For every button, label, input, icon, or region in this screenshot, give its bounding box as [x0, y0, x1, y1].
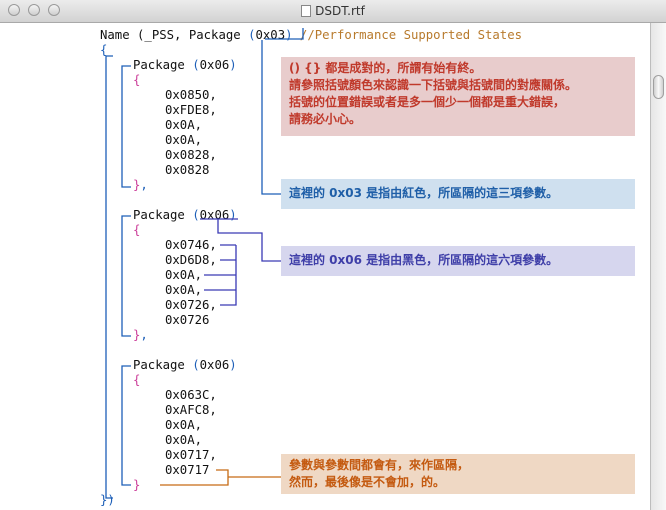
package-3-value: 0x0A, [165, 418, 203, 432]
package-label: Package [133, 208, 193, 222]
note-line: 然而，最後像是不會加，的。 [289, 475, 446, 489]
outer-bracket-lines [105, 28, 304, 499]
package-2-count-connector [217, 219, 281, 262]
package-1-header: Package (0x06) [133, 58, 237, 73]
package-3-value: 0x0717 [165, 463, 210, 477]
package-1-bracket [121, 65, 131, 188]
package-2-value: 0x0726, [165, 298, 217, 312]
outer-count-paren-close: ) [285, 28, 293, 42]
note-line: () {} 都是成對的，所謂有始有終。 [289, 61, 482, 75]
package-paren-close: ) [229, 58, 237, 72]
package-paren-close: ) [229, 358, 237, 372]
count-connector [261, 40, 281, 195]
package-paren-open: ( [192, 358, 200, 372]
name-prefix: Name (_PSS, Package [100, 28, 249, 42]
package-3-value: 0x0A, [165, 433, 203, 447]
package-3-value: 0xAFC8, [165, 403, 217, 417]
zoom-window-button[interactable] [48, 4, 60, 16]
package-2-count-lines [200, 218, 281, 306]
note-line: 括號的位置錯誤或者是多一個少一個都是重大錯誤， [289, 95, 566, 109]
count-underline [265, 28, 304, 40]
note-bracket-pairing: () {} 都是成對的，所謂有始有終。 請參照括號顏色來認識一下括號與括號間的對… [281, 57, 635, 136]
note-line: 這裡的 0x06 是指由黑色，所區隔的這六項參數。 [289, 253, 559, 267]
package-2-open-brace: { [133, 223, 141, 237]
package-1-value: 0x0828 [165, 163, 210, 177]
package-2-close: }, [133, 328, 148, 343]
outer-open-brace: { [100, 43, 108, 57]
note-comma-separator: 參數與參數間都會有，來作區隔， 然而，最後像是不會加，的。 [281, 454, 635, 494]
note-outer-count: 這裡的 0x03 是指由紅色，所區隔的這三項參數。 [281, 179, 635, 209]
package-2-value: 0xD6D8, [165, 253, 217, 267]
outer-count-paren-open: ( [248, 28, 256, 42]
note-package-count: 這裡的 0x06 是指由黑色，所區隔的這六項參數。 [281, 246, 635, 276]
outer-close-brace: } [100, 493, 108, 507]
package-label: Package [133, 358, 193, 372]
package-paren-open: ( [192, 208, 200, 222]
package-paren-close: ) [229, 208, 237, 222]
package-3-open-brace: { [133, 373, 141, 387]
window-title-text: DSDT.rtf [315, 4, 365, 18]
minimize-window-button[interactable] [28, 4, 40, 16]
note-line: 這裡的 0x03 是指由紅色，所區隔的這三項參數。 [289, 186, 559, 200]
package-1-close: }, [133, 178, 148, 193]
package-2-bracket [121, 215, 131, 337]
comma-note-connector [160, 469, 229, 486]
document-icon [301, 5, 312, 17]
close-window-button[interactable] [8, 4, 20, 16]
close-brace: } [133, 328, 141, 342]
package-3-header: Package (0x06) [133, 358, 237, 373]
name-declaration-line: Name (_PSS, Package (0x03) //Performance… [100, 28, 522, 43]
title-bar: DSDT.rtf [0, 0, 666, 23]
package-2-value: 0x0726 [165, 313, 210, 327]
close-brace: } [133, 478, 141, 492]
package-1-value: 0x0828, [165, 148, 217, 162]
package-1-value: 0x0A, [165, 118, 203, 132]
bracket-lines [105, 28, 304, 499]
package-3-value: 0x0717, [165, 448, 217, 462]
package-1-open-brace: { [133, 73, 141, 87]
package-count: 0x06 [199, 358, 230, 372]
window-title: DSDT.rtf [0, 4, 666, 18]
close-brace: } [133, 178, 141, 192]
note-line: 請務必小心。 [289, 112, 362, 126]
package-1-value: 0x0A, [165, 133, 203, 147]
note-line: 參數與參數間都會有，來作區隔， [289, 458, 470, 472]
outer-close: }) [100, 493, 115, 508]
comma-note-lines [160, 469, 281, 486]
package-2-value: 0x0A, [165, 283, 203, 297]
package-3-close: } [133, 478, 140, 493]
package-2-comma-lines [204, 244, 237, 306]
package-2-value: 0x0A, [165, 268, 203, 282]
comment: //Performance Supported States [299, 28, 523, 42]
package-2-value: 0x0746, [165, 238, 217, 252]
note-line: 請參照括號顏色來認識一下括號與括號間的對應關係。 [289, 78, 578, 92]
package-paren-open: ( [192, 58, 200, 72]
package-1-value: 0x0850, [165, 88, 217, 102]
outer-close-paren: ) [107, 493, 115, 507]
package-label: Package [133, 58, 193, 72]
package-count: 0x06 [199, 58, 230, 72]
package-3-bracket [121, 365, 131, 486]
scrollbar-thumb[interactable] [653, 75, 664, 99]
outer-bracket-line [105, 55, 113, 499]
vertical-scrollbar[interactable] [650, 23, 666, 510]
package-1-value: 0xFDE8, [165, 103, 217, 117]
separator-comma: , [140, 328, 148, 342]
document-content[interactable]: Name (_PSS, Package (0x03) //Performance… [0, 23, 650, 510]
package-3-value: 0x063C, [165, 388, 217, 402]
separator-comma: , [140, 178, 148, 192]
